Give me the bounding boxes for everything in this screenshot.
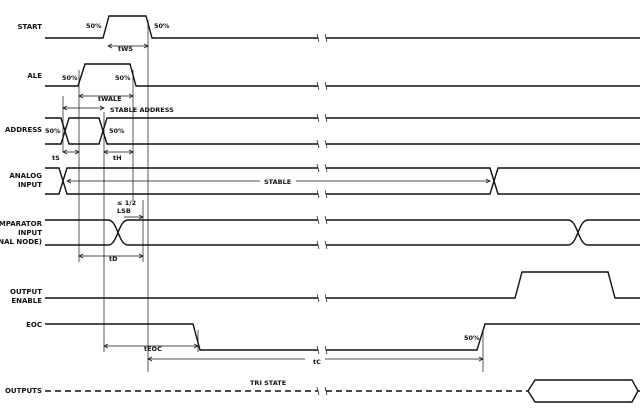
tws-label: tWS (118, 45, 133, 53)
label-output-enable-1: OUTPUT (10, 288, 42, 296)
label-comparator-1: COMPARATOR (0, 220, 43, 228)
waveform-eoc (45, 323, 640, 351)
eoc-50pct: 50% (464, 334, 480, 342)
tc-label: tC (313, 358, 321, 366)
address-50pct-left: 50% (45, 127, 61, 135)
ale-50pct-right: 50% (115, 74, 131, 82)
label-address: ADDRESS (5, 126, 42, 134)
tri-state-label: TRI STATE (250, 379, 286, 387)
label-ale: ALE (27, 72, 42, 80)
waveform-analog-input (45, 167, 640, 195)
twale-label: tWALE (98, 95, 122, 103)
dim-stable-heads (66, 178, 491, 184)
start-50pct-left: 50% (86, 22, 102, 30)
break-output-enable (316, 293, 328, 303)
start-50pct-right: 50% (154, 22, 170, 30)
stable-address-label: STABLE ADDRESS (110, 106, 174, 114)
guide-lines (62, 20, 484, 372)
dim-stable-address-heads (62, 105, 105, 111)
address-50pct-right: 50% (109, 127, 125, 135)
label-analog-1: ANALOG (9, 172, 42, 180)
td-label: tD (109, 255, 118, 263)
dim-twale-heads (78, 93, 134, 99)
break-analog (316, 163, 328, 199)
label-output-enable-2: ENABLE (11, 297, 42, 305)
dim-tws-heads (107, 43, 149, 49)
label-comparator-2: INPUT (18, 229, 42, 237)
stable-label: STABLE (264, 178, 291, 186)
break-eoc (316, 345, 328, 355)
label-eoc: EOC (26, 321, 42, 329)
label-start: START (17, 23, 42, 31)
waveform-ale (45, 63, 640, 87)
waveform-address (45, 117, 640, 145)
dim-th-heads (103, 149, 134, 155)
break-address (316, 113, 328, 149)
ts-label: tS (52, 154, 60, 162)
ale-50pct-left: 50% (62, 74, 78, 82)
break-comparator (316, 215, 328, 250)
dim-tc-heads (147, 356, 484, 362)
waveform-comparator (45, 219, 640, 246)
break-outputs (316, 386, 328, 396)
dimension-arrows (62, 43, 491, 362)
break-ale (316, 81, 328, 91)
half-lsb-label-2: LSB (117, 207, 131, 215)
teoc-label: tEOC (144, 345, 162, 353)
label-comparator-3: (INTERNAL NODE) (0, 238, 42, 246)
waveform-output-enable (45, 271, 640, 299)
dim-teoc-heads (103, 343, 199, 349)
waveform-start (45, 15, 640, 39)
dim-td-heads (78, 253, 144, 259)
waveform-outputs-data (527, 379, 640, 403)
label-outputs: OUTPUTS (5, 387, 42, 395)
half-lsb-label-1: ≤ 1/2 (117, 199, 136, 207)
th-label: tH (113, 154, 122, 162)
dim-half-lsb-head (138, 214, 144, 220)
label-analog-2: INPUT (18, 181, 42, 189)
break-start (316, 33, 328, 43)
time-break-marks (316, 33, 328, 396)
dim-ts-heads (62, 149, 80, 155)
